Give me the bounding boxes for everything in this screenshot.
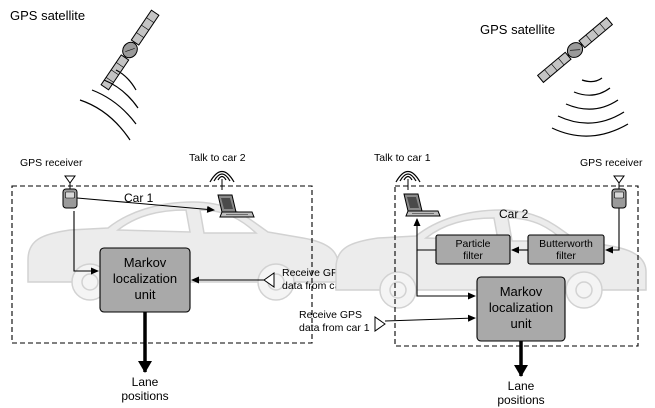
receive-car1-line2: data from car 1 [299,322,370,334]
car1-boundary [11,185,313,344]
gps-receiver-left-label: GPS receiver [20,157,83,169]
signal-waves-right-icon [551,77,629,137]
particle-filter-line1: Particle [455,238,490,250]
markov-left-line1: Markov [124,255,167,270]
markov-right-line1: Markov [500,284,543,299]
markov-left-line2: localization [113,271,177,286]
receive-car2-line1: Receive GPS [282,267,345,279]
lane-left-line1: Lane [132,375,159,389]
gps-receiver-left-icon [62,175,78,209]
receive-antenna-left-icon [263,272,275,288]
receive-car2-line2: data from car 2 [282,280,353,292]
markov-right-line2: localization [489,300,553,315]
markov-right-line3: unit [511,316,532,331]
car1-data-to-markov-arrow [384,314,476,322]
gps-satellite-left-icon [98,8,162,92]
receiver-to-butterworth-arrow [605,208,620,254]
receive-car1-line1: Receive GPS [299,309,362,321]
car2-section: GPS satellite Car 2 Talk to car 1 GPS re… [299,15,647,407]
car2-label: Car 2 [499,207,529,221]
lane-left-line2: positions [121,389,168,403]
laptop-left-icon [217,194,255,218]
car1-section: GPS satellite Car 1 GPS receiver Talk to… [10,8,353,403]
gps-satellite-right-label: GPS satellite [480,22,555,37]
talk-to-car1-label: Talk to car 1 [374,152,431,164]
butterworth-filter-line1: Butterworth [539,238,593,250]
gps-receiver-right-label: GPS receiver [580,157,643,169]
lane-right-line2: positions [497,393,544,407]
particle-to-markov-arrow [416,250,476,300]
lane-right-line1: Lane [508,379,535,393]
signal-waves-left-icon [79,69,139,141]
markov-left-line3: unit [135,287,156,302]
gps-receiver-right-icon [611,175,627,209]
butterworth-filter-line2: filter [556,250,576,262]
car1-label: Car 1 [124,191,154,205]
receiver-to-markov-arrow [73,211,99,275]
particle-filter-line2: filter [463,250,483,262]
antenna-left-icon [209,170,235,191]
talk-to-car2-label: Talk to car 2 [189,152,246,164]
antenna-right-icon [395,170,421,191]
laptop-right-icon [403,193,441,217]
car2-boundary [394,185,639,347]
receiver-to-laptop-arrow [76,197,215,213]
receive-antenna-right-icon [374,316,386,332]
gps-satellite-left-label: GPS satellite [10,8,85,23]
